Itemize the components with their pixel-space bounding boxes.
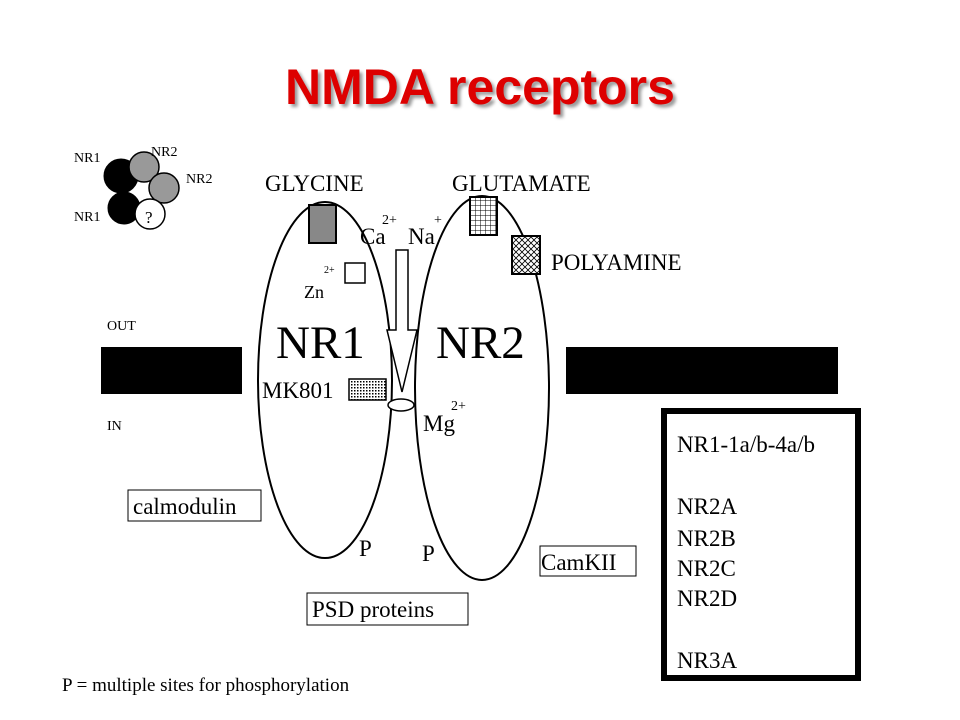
polyamine-site [511,235,541,275]
subunit-arrangement-inset: NR1 NR2 NR2 NR1 ? [74,145,212,230]
phospho-site-nr2: P [422,541,435,566]
phospho-site-nr1: P [359,536,372,561]
nr2-subunit-label: NR2 [436,317,525,369]
subunit-variants-box [661,408,861,681]
unknown-subunit-circle [134,198,166,230]
calmodulin-label: calmodulin [133,494,237,519]
inset-label-nr2-right: NR2 [186,172,212,187]
inset-label-nr1-top: NR1 [74,151,100,166]
variant-item: NR2C [677,556,736,581]
polyamine-label: POLYAMINE [551,250,682,275]
mk801-label: MK801 [262,378,334,403]
page-title: NMDA receptors [285,59,675,115]
in-label: IN [107,419,122,434]
variant-item: NR3A [677,648,737,673]
psd-proteins-box [306,592,469,626]
inset-label-nr2-top: NR2 [151,145,177,160]
sodium-charge: + [434,213,442,228]
footnote: P = multiple sites for phosphorylation [62,675,350,696]
calmodulin-box [127,489,262,522]
membrane-right [566,347,838,394]
zinc-site [344,262,366,284]
sodium-label: Na [408,224,435,249]
psd-proteins-label: PSD proteins [312,597,434,622]
nr2-subunit-circle-right [148,172,180,204]
variant-item: NR1-1a/b-4a/b [677,432,815,457]
camkii-label: CamKII [541,550,616,575]
variant-item: NR2D [677,586,737,611]
glycine-label: GLYCINE [265,171,364,196]
mk801-site [348,378,387,401]
inset-label-unknown: ? [145,208,153,227]
zinc-label: Zn [304,282,324,302]
ion-flow-arrow [386,249,418,393]
nr2-subunit-circle-top [128,151,160,183]
membrane-left [101,347,242,394]
inset-label-nr1-bottom: NR1 [74,210,100,225]
glutamate-label: GLUTAMATE [452,171,591,196]
glycine-site [308,204,337,244]
nr1-subunit-label: NR1 [276,317,365,369]
calcium-label: Ca [360,224,386,249]
variant-item: NR2B [677,526,736,551]
calcium-charge: 2+ [382,213,397,228]
magnesium-block [387,398,415,412]
magnesium-label: Mg [423,411,455,436]
camkii-box [539,545,637,577]
subunit-variants-list: NR1-1a/b-4a/b NR2A NR2B NR2C NR2D NR3A [677,432,815,673]
out-label: OUT [107,319,136,334]
variant-item: NR2A [677,494,737,519]
glutamate-site [469,196,498,236]
zinc-charge: 2+ [324,265,335,276]
magnesium-charge: 2+ [451,399,466,414]
nr1-subunit-ellipse [257,201,393,559]
